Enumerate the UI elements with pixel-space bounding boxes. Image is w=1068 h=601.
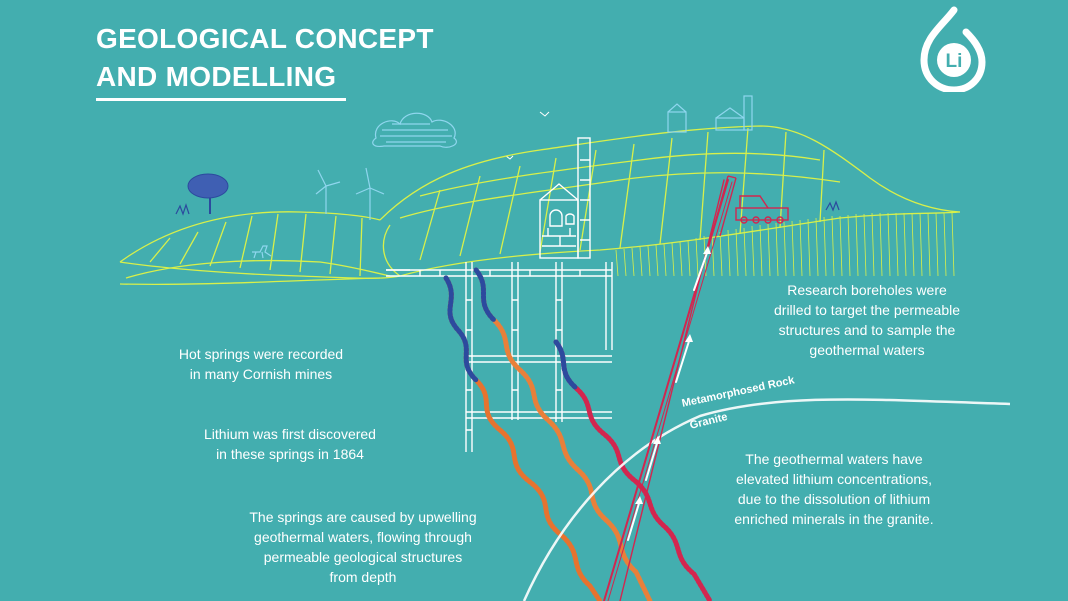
tree-icon: [187, 173, 229, 214]
upward-arrow-icon: [635, 246, 711, 504]
engine-house-main-icon: [539, 137, 591, 259]
mine-shafts: [386, 262, 613, 452]
bush-icon: [175, 203, 190, 216]
bush-icon: [825, 200, 840, 212]
wind-turbine-icon: [315, 169, 341, 214]
granite-contact-line: [522, 398, 1011, 601]
cloud-icon: [372, 112, 457, 148]
caption-research-boreholes: Research boreholes were drilled to targe…: [774, 282, 960, 358]
landscape-hills: [119, 125, 961, 286]
hatched-hillside: [615, 212, 955, 277]
geothermal-fluid-paths: [443, 267, 713, 601]
dog-icon: [252, 245, 272, 259]
cli-logo: Li: [912, 6, 986, 97]
bird-icon: [539, 111, 550, 117]
caption-springs-caused: The springs are caused by upwelling geot…: [249, 509, 477, 585]
caption-hot-springs: Hot springs were recorded in many Cornis…: [178, 346, 344, 382]
title-line-1: GEOLOGICAL CONCEPT: [96, 23, 434, 54]
wind-turbine-icon: [355, 167, 385, 220]
title-line-2: AND MODELLING: [96, 61, 337, 92]
bird-icon: [505, 155, 514, 160]
caption-lithium-discovered: Lithium was first discovered in these sp…: [204, 426, 376, 462]
engine-house-icon: [667, 95, 753, 133]
water-drop-logo-icon: Li: [920, 6, 986, 94]
page-title: GEOLOGICAL CONCEPT AND MODELLING: [96, 20, 434, 96]
logo-text: Li: [946, 51, 963, 72]
caption-geothermal-waters: The geothermal waters have elevated lith…: [734, 451, 934, 527]
title-underline: [96, 98, 346, 101]
